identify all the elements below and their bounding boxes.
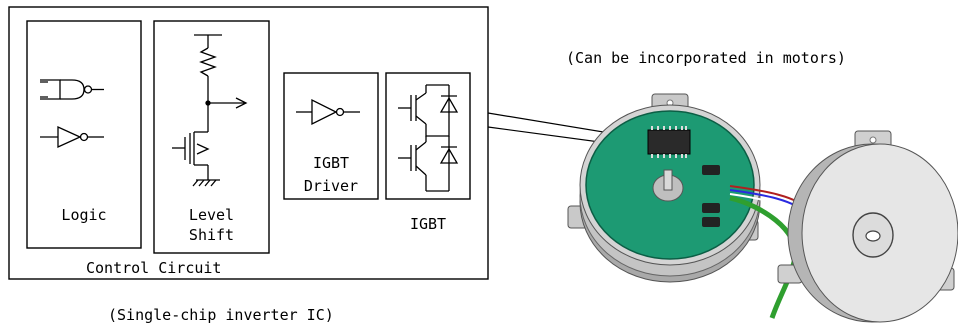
inverter-gate-icon xyxy=(40,125,104,149)
igbt-driver-block xyxy=(283,72,379,200)
level-shift-label-line2: Shift xyxy=(188,226,235,244)
motor-closed-image xyxy=(777,130,958,323)
chip-caption: (Single-chip inverter IC) xyxy=(108,306,334,324)
level-shift-circuit-icon xyxy=(172,34,248,187)
control-circuit-label: Control Circuit xyxy=(86,259,222,277)
igbt-label: IGBT xyxy=(409,215,447,233)
logic-block xyxy=(26,20,142,249)
driver-buffer-icon xyxy=(296,98,360,126)
nand-gate-icon xyxy=(40,79,104,100)
level-shift-label-line1: Level xyxy=(188,206,235,224)
logic-label: Logic xyxy=(61,206,107,224)
igbt-transistor-icon xyxy=(398,84,459,192)
igbt-driver-label-line2: Driver xyxy=(303,177,359,195)
motor-caption: (Can be incorporated in motors) xyxy=(566,49,846,67)
level-shift-block xyxy=(153,20,270,254)
igbt-driver-label-line1: IGBT xyxy=(312,154,350,172)
motor-with-board-image xyxy=(567,93,811,319)
